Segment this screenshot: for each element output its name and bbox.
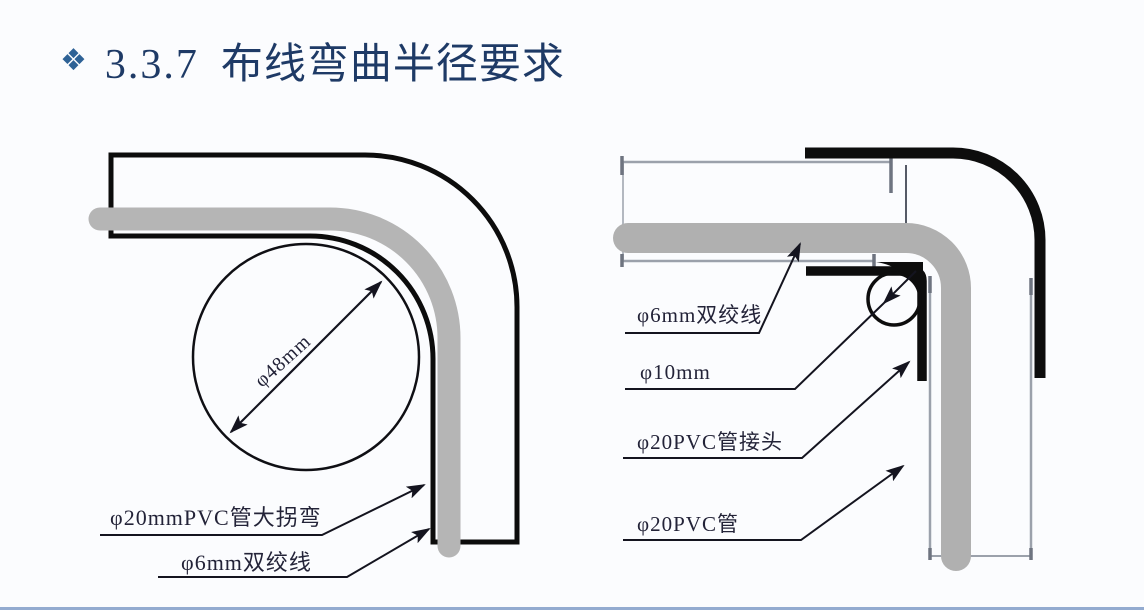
left-twisted-pair-cable xyxy=(88,207,461,558)
leader-line-cable-left xyxy=(158,527,431,578)
label-radius: φ10mm xyxy=(640,360,711,384)
elbow-corner-fill xyxy=(876,262,923,311)
pipe-end-ticks xyxy=(620,156,893,267)
leader-line-cable-right xyxy=(625,242,801,334)
bend-radius-circle xyxy=(866,271,922,327)
leader-line-pipe xyxy=(623,464,905,541)
pvc-elbow-outer xyxy=(805,147,1046,378)
left-diagram xyxy=(88,152,520,578)
right-diagram xyxy=(613,147,1046,571)
leader-line-radius xyxy=(625,302,885,390)
label-joint: φ20PVC管接头 xyxy=(637,430,783,454)
label-pipe: φ20PVC管 xyxy=(637,512,739,536)
right-twisted-pair-cable xyxy=(613,223,971,571)
left-pvc-conduit-outline xyxy=(108,152,520,545)
section-number: 3.3.7 xyxy=(104,42,199,88)
title-text: 3.3.7 布线弯曲半径要求 xyxy=(105,30,565,91)
diameter-dimension-arrow xyxy=(229,280,383,434)
leader-line-pvc-bend xyxy=(100,484,426,536)
diamond-bullet-icon: ❖ xyxy=(60,43,87,78)
section-title: 布线弯曲半径要求 xyxy=(220,42,565,88)
pvc-elbow-inner xyxy=(806,266,927,381)
pipe-end-ticks-vertical xyxy=(928,276,1033,560)
page-title: ❖ 3.3.7 布线弯曲半径要求 xyxy=(60,30,565,91)
label-cable-right: φ6mm双绞线 xyxy=(637,303,763,327)
bend-diameter-circle xyxy=(191,242,421,472)
label-cable-left: φ6mm双绞线 xyxy=(181,550,312,575)
radius-dimension-arrow xyxy=(882,270,917,305)
leader-line-joint xyxy=(623,360,911,459)
label-pvc-bend: φ20mmPVC管大拐弯 xyxy=(110,505,322,530)
